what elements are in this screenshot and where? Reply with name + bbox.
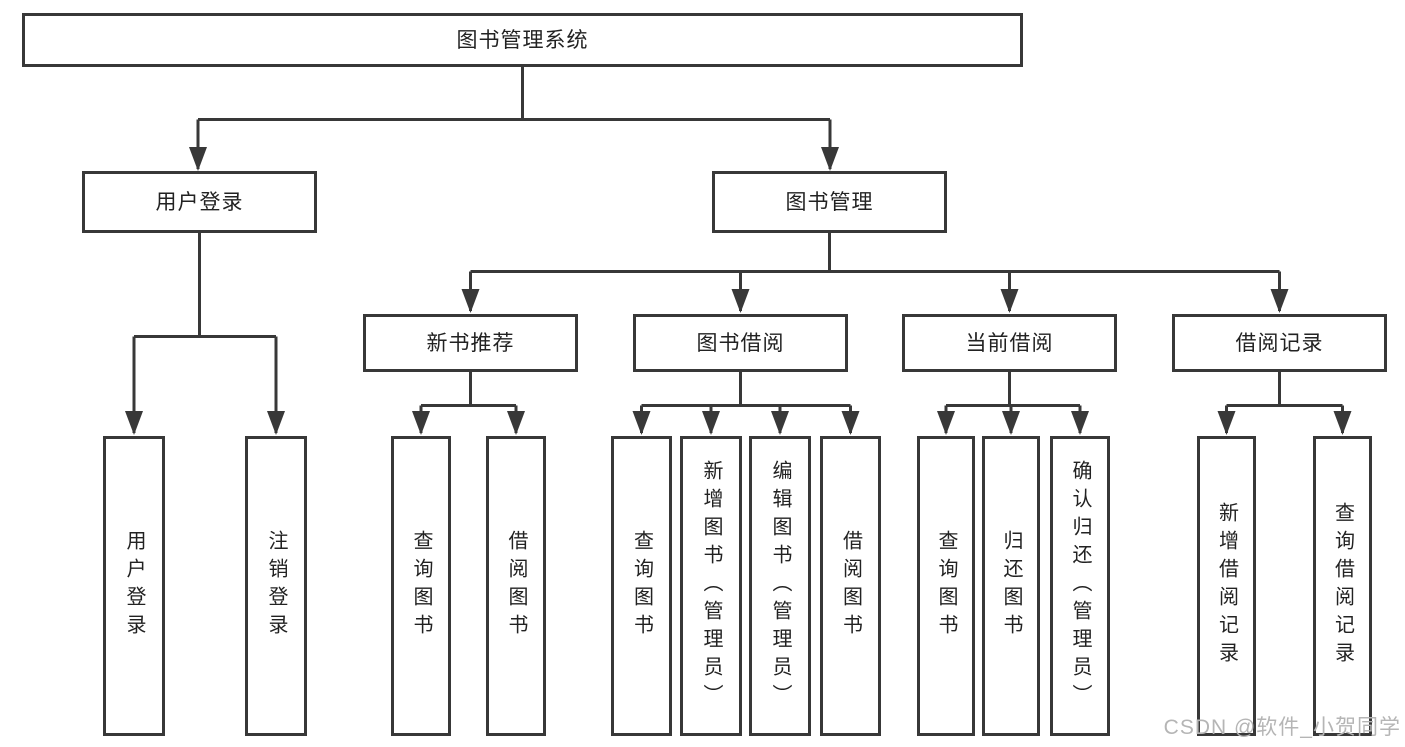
leaf-return-book-label: 归还图书: [1000, 530, 1022, 642]
leaf-user-login-label: 用户登录: [123, 530, 145, 642]
leaf-query-borrow-record: 查询借阅记录: [1313, 436, 1372, 736]
leaf-confirm-return: 确认归还（管理员）: [1050, 436, 1110, 736]
leaf-edit-book-label: 编辑图书（管理员）: [769, 460, 791, 712]
leaf-confirm-return-label: 确认归还（管理员）: [1069, 460, 1091, 712]
node-user-login: 用户登录: [82, 171, 317, 233]
node-book-borrow: 图书借阅: [633, 314, 848, 372]
leaf-query-book-borrow: 查询图书: [611, 436, 672, 736]
node-book-mgmt: 图书管理: [712, 171, 947, 233]
node-current-borrow-label: 当前借阅: [965, 331, 1054, 355]
node-root-label: 图书管理系统: [456, 28, 589, 52]
leaf-query-borrow-record-label: 查询借阅记录: [1331, 502, 1354, 670]
leaf-logout-login-label: 注销登录: [265, 530, 287, 642]
node-book-mgmt-label: 图书管理: [785, 190, 874, 214]
edge-root-to-level2: [189, 66, 839, 171]
node-new-book-rec-label: 新书推荐: [426, 331, 515, 355]
node-borrow-record: 借阅记录: [1172, 314, 1387, 372]
node-root: 图书管理系统: [22, 13, 1023, 67]
leaf-borrow-book-borrow-label: 借阅图书: [839, 530, 862, 642]
edge-user-login-children: [125, 233, 285, 435]
node-new-book-rec: 新书推荐: [363, 314, 578, 372]
leaf-user-login: 用户登录: [103, 436, 165, 736]
leaf-edit-book: 编辑图书（管理员）: [749, 436, 811, 736]
leaf-add-book-label: 新增图书（管理员）: [700, 460, 722, 712]
edge-book-borrow-children: [632, 372, 860, 435]
leaf-query-book-current-label: 查询图书: [935, 530, 957, 642]
leaf-query-book-rec: 查询图书: [391, 436, 451, 736]
edge-new-book-rec-children: [412, 372, 525, 435]
leaf-borrow-book-borrow: 借阅图书: [820, 436, 881, 736]
leaf-query-book-current: 查询图书: [917, 436, 975, 736]
edge-borrow-record-children: [1217, 372, 1352, 435]
edge-book-mgmt-children: [461, 233, 1289, 313]
leaf-add-borrow-record: 新增借阅记录: [1197, 436, 1256, 736]
leaf-query-book-borrow-label: 查询图书: [630, 530, 653, 642]
node-current-borrow: 当前借阅: [902, 314, 1117, 372]
node-user-login-label: 用户登录: [155, 190, 244, 214]
leaf-borrow-book-rec-label: 借阅图书: [505, 530, 527, 642]
edge-current-borrow-children: [937, 372, 1089, 435]
leaf-logout-login: 注销登录: [245, 436, 307, 736]
leaf-add-book: 新增图书（管理员）: [680, 436, 742, 736]
leaf-return-book: 归还图书: [982, 436, 1040, 736]
leaf-query-book-rec-label: 查询图书: [410, 530, 432, 642]
node-book-borrow-label: 图书借阅: [696, 331, 785, 355]
node-borrow-record-label: 借阅记录: [1235, 331, 1324, 355]
leaf-borrow-book-rec: 借阅图书: [486, 436, 546, 736]
watermark: CSDN @软件_小贺同学: [1163, 716, 1401, 739]
leaf-add-borrow-record-label: 新增借阅记录: [1215, 502, 1238, 670]
